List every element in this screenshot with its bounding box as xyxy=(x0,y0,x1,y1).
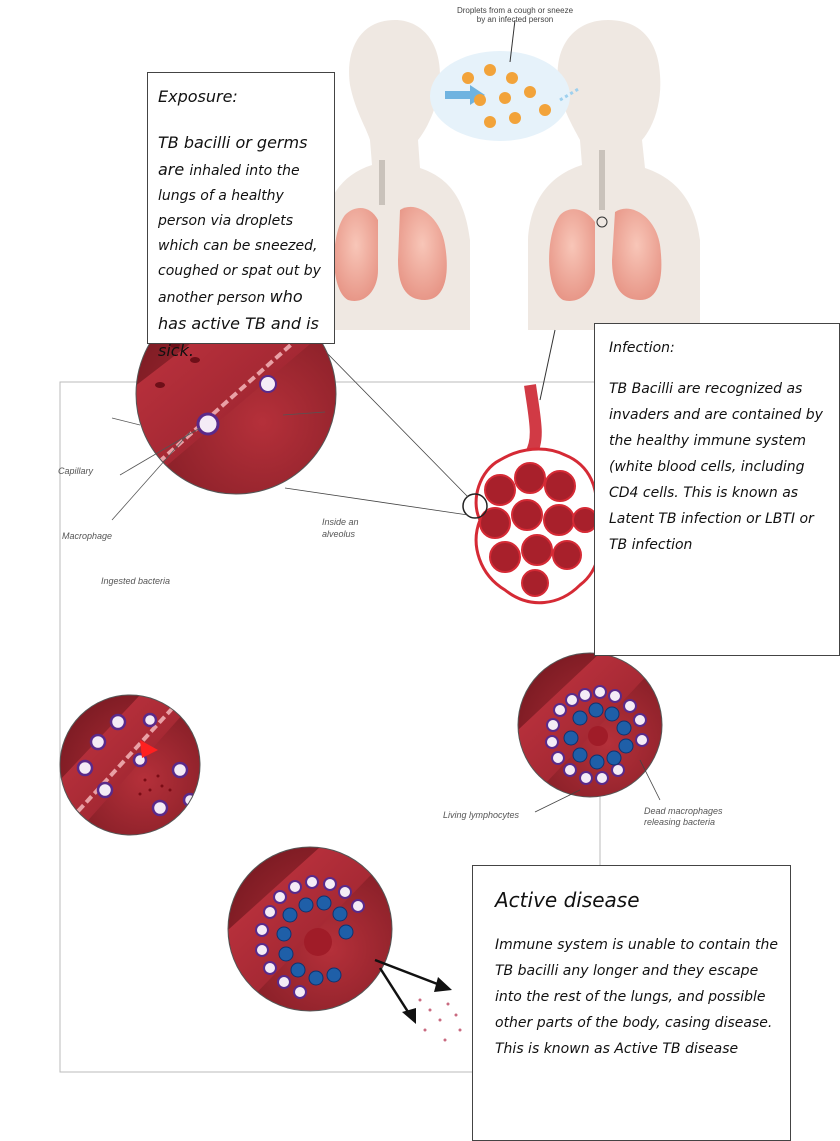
label-dead-macrophages-line2: releasing bacteria xyxy=(644,817,723,828)
alveolus-zoom-active xyxy=(228,847,462,1042)
droplets-caption-line2: by an infected person xyxy=(430,15,600,24)
label-dead-macrophages-line1: Dead macrophages xyxy=(644,806,723,817)
label-inside-alveolus-line2: alveolus xyxy=(322,528,359,540)
exposure-box: Exposure: TB bacilli or germs are inhale… xyxy=(147,72,335,344)
label-capillary: Capillary xyxy=(58,466,93,476)
label-macrophage: Macrophage xyxy=(62,531,112,541)
active-disease-text: Immune system is unable to contain the T… xyxy=(495,932,780,1062)
infection-box: Infection: TB Bacilli are recognized as … xyxy=(594,323,840,656)
infection-title: Infection: xyxy=(609,340,831,356)
label-living-lymphocytes: Living lymphocytes xyxy=(443,810,519,820)
label-dead-macrophages: Dead macrophages releasing bacteria xyxy=(644,806,723,828)
droplets-caption-line1: Droplets from a cough or sneeze xyxy=(430,6,600,15)
alveolus-zoom-invasion xyxy=(60,695,200,835)
active-disease-title: Active disease xyxy=(495,888,780,912)
label-ingested-bacteria: Ingested bacteria xyxy=(101,576,170,586)
alveolus-zoom-granuloma xyxy=(518,653,668,812)
exposure-text-part2: inhaled into the lungs of a healthy pers… xyxy=(158,163,321,306)
droplets-caption: Droplets from a cough or sneeze by an in… xyxy=(430,6,600,24)
active-disease-box: Active disease Immune system is unable t… xyxy=(472,865,791,1141)
droplet-cloud xyxy=(430,20,580,141)
exposure-text: TB bacilli or germs are inhaled into the… xyxy=(158,130,322,365)
label-inside-alveolus-line1: Inside an xyxy=(322,516,359,528)
label-inside-alveolus: Inside an alveolus xyxy=(322,516,359,540)
infection-text: TB Bacilli are recognized as invaders an… xyxy=(609,376,831,558)
exposure-title: Exposure: xyxy=(158,87,322,106)
